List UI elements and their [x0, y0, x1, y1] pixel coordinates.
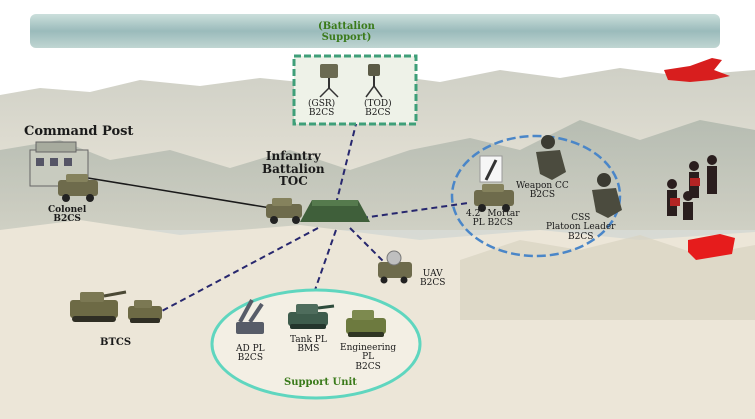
link-toc-uav	[349, 227, 385, 263]
eng-label-line2: PL	[362, 352, 375, 363]
ad-label: AD PL B2CS	[236, 344, 265, 364]
gsr-label-line1: (GSR)	[308, 99, 336, 109]
tod-label: (TOD) B2CS	[364, 99, 392, 119]
toc-jeep-icon	[266, 198, 302, 224]
support-unit-title: Support Unit	[284, 377, 357, 388]
gsr-label: (GSR) B2CS	[308, 99, 336, 119]
css-soldier-icon	[592, 173, 622, 218]
sky-band	[30, 14, 720, 48]
link-toc-battalion-support	[335, 119, 358, 205]
battalion-support-title-line2: Support)	[321, 31, 372, 43]
tank-icon	[288, 304, 335, 329]
weapon-cc-label-line1: Weapon CC	[516, 181, 569, 191]
command-post-title: Command Post	[24, 124, 134, 139]
link-toc-support	[314, 229, 337, 291]
gsr-sensor-icon	[319, 64, 339, 98]
enemy-vehicle-icon	[688, 234, 735, 260]
colonel-label-line2: B2CS	[53, 214, 81, 225]
toc-label-line3: TOC	[278, 174, 308, 189]
mortar-label: 4.2" Mortar PL B2CS	[466, 209, 520, 229]
engineering-vehicle-icon	[346, 310, 386, 337]
uav-label-line1: UAV	[422, 269, 443, 279]
mortar-label-line1: 4.2" Mortar	[466, 209, 520, 219]
toc-tent-icon	[300, 200, 370, 222]
weapon-cc-soldier-icon	[536, 135, 566, 180]
tank-label-line1: Tank PL	[290, 335, 327, 345]
tod-label-line1: (TOD)	[364, 99, 392, 109]
mortar-icon	[479, 155, 503, 183]
eng-label: Engineering PL B2CS	[340, 343, 397, 372]
css-label-line1: CSS	[571, 213, 591, 223]
weapon-cc-label-line2: B2CS	[529, 190, 556, 201]
tod-label-line2: B2CS	[365, 108, 391, 119]
battalion-support-title-line1: (Battalion	[318, 21, 375, 32]
css-label-line3: B2CS	[568, 231, 594, 242]
uav-label: UAV B2CS	[420, 269, 446, 289]
uav-label-line2: B2CS	[420, 278, 446, 289]
colonel-label-line1: Colonel	[48, 205, 87, 215]
eng-label-line1: Engineering	[340, 343, 397, 353]
btcs-vehicles-icon	[70, 290, 162, 323]
near-hill	[460, 235, 755, 320]
mortar-jeep-icon	[474, 184, 514, 212]
mortar-label-line2: PL B2CS	[472, 218, 513, 229]
tank-label: Tank PL BMS	[290, 335, 327, 355]
colonel-jeep-icon	[58, 174, 98, 202]
weapon-group-circle	[450, 134, 622, 258]
toc-label-line1: Infantry	[265, 149, 321, 163]
link-toc-commandpost	[87, 177, 296, 213]
battalion-support-box	[292, 54, 418, 126]
battalion-support-title: (Battalion Support)	[318, 21, 375, 43]
weapon-cc-label: Weapon CC B2CS	[516, 181, 569, 201]
ad-label-line1: AD PL	[236, 344, 265, 354]
gsr-label-line2: B2CS	[308, 108, 335, 119]
ad-label-line2: B2CS	[237, 353, 263, 364]
uav-vehicle-icon	[378, 250, 412, 284]
btcs-label: BTCS	[100, 337, 132, 348]
colonel-label: Colonel B2CS	[48, 205, 87, 225]
link-toc-mortar	[361, 202, 469, 219]
eng-label-line3: B2CS	[355, 361, 381, 372]
enemy-soldiers-icon	[667, 155, 717, 220]
toc-label-line2: Battalion	[262, 161, 325, 176]
ad-launcher-icon	[236, 299, 264, 334]
css-label-line2: Platoon Leader	[546, 222, 616, 233]
toc-label: Infantry Battalion TOC	[262, 150, 325, 188]
fighter-jet-icon	[664, 58, 730, 82]
tank-label-line2: BMS	[297, 344, 320, 355]
tod-sensor-icon	[365, 64, 383, 98]
css-label: CSS Platoon Leader B2CS	[546, 213, 616, 242]
